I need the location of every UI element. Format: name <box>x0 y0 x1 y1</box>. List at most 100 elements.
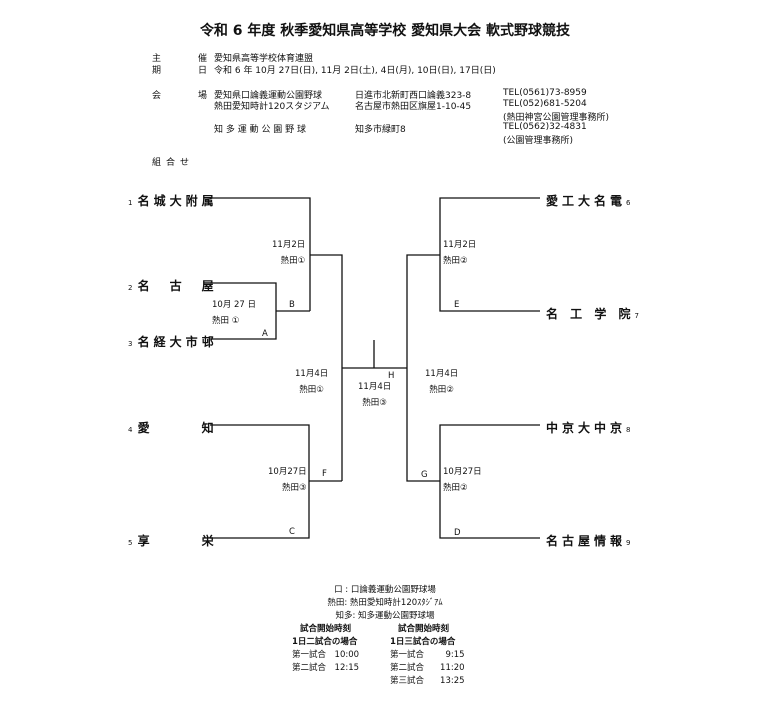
two-games-schedule: 第一試合 10:00 第二試合 12:15 <box>292 649 359 675</box>
venue-legend: 口 : 口論義運動公園野球場 熱田: 熱田愛知時計120ｽﾀｼﾞｱﾑ 知多: 知… <box>0 584 770 623</box>
bracket-line <box>210 197 311 311</box>
match-label: G <box>421 470 428 480</box>
team-entry: 5 享 栄 <box>128 530 218 549</box>
match-h-info: 11月4日熱田③ <box>358 379 391 411</box>
team-number: 6 <box>626 199 631 207</box>
team-entry: 2 名 古 屋 <box>128 275 218 294</box>
match-date: 11月4日 <box>295 369 329 379</box>
team-entry: 名古屋情報9 <box>546 530 630 549</box>
team-name: 中京大中京 <box>546 421 627 435</box>
bracket-line <box>439 424 540 539</box>
venue-name: 熱田愛知時計120スタジアム <box>214 102 330 112</box>
game-time: 13:25 <box>440 676 465 686</box>
team-number: 7 <box>634 312 640 320</box>
match-e-info: 11月2日熱田② <box>443 237 476 269</box>
match-venue: 熱田① <box>280 256 306 266</box>
match-label: H <box>388 371 395 381</box>
bracket-line <box>406 254 440 482</box>
match-venue: 熱田① <box>299 385 324 395</box>
game-time: 12:15 <box>334 663 360 673</box>
bracket-line <box>310 254 343 481</box>
team-entry: 3 名経大市邨 <box>128 331 218 350</box>
organizer: 愛知県高等学校体育連盟 <box>214 54 314 64</box>
team-entry: 愛工大名電6 <box>546 190 630 209</box>
game-time: 11:20 <box>440 663 465 673</box>
team-number: 1 <box>128 199 133 207</box>
team-name: 名城大附属 <box>137 194 218 208</box>
team-number: 3 <box>128 340 133 348</box>
match-date: 10月 27 日 <box>212 300 257 310</box>
match-venue: 熱田② <box>429 385 454 395</box>
team-name: 名 工 学 院 <box>546 307 635 321</box>
schedule-heading: 試合開始時刻 <box>300 624 352 634</box>
venue-tel: TEL(0562)32-4831 <box>503 122 587 132</box>
venue-name: 愛知県口論義運動公園野球 <box>214 91 323 101</box>
match-date: 11月4日 <box>425 369 459 379</box>
match-d-info: 10月27日熱田② <box>443 464 482 496</box>
schedule-subheading: 1日二試合の場合 <box>292 637 358 647</box>
match-venue: 熱田 ① <box>212 316 240 326</box>
organizer-label: 主 催 <box>152 54 222 64</box>
bracket-label: 組合せ <box>152 158 195 168</box>
match-c-info: 10月27日熱田③ <box>268 464 307 496</box>
match-date: 11月4日 <box>358 382 392 392</box>
venue-note: (熱田神宮公園管理事務所) <box>503 113 610 123</box>
three-games-schedule: 第一試合 9:15 第二試合 11:20 第三試合 13:25 <box>390 649 465 688</box>
three-games-heading: 試合開始時刻 1日三試合の場合 <box>390 623 455 649</box>
team-name: 名 古 屋 <box>137 279 218 293</box>
team-number: 8 <box>626 426 631 434</box>
venue-address: 名古屋市熱田区旗屋1-10-45 <box>355 102 472 112</box>
team-name: 名経大市邨 <box>137 335 218 349</box>
match-venue: 熱田② <box>443 483 468 493</box>
match-date: 10月27日 <box>268 467 307 477</box>
venue-note: (公園管理事務所) <box>503 136 574 146</box>
schedule-heading: 試合開始時刻 <box>398 624 450 634</box>
team-entry: 4 愛 知 <box>128 417 218 436</box>
match-venue: 熱田② <box>443 256 468 266</box>
bracket-line <box>439 197 540 312</box>
match-date: 11月2日 <box>443 240 477 250</box>
game-label: 第一試合 <box>292 650 327 660</box>
date-label: 期 日 <box>152 66 222 76</box>
two-games-heading: 試合開始時刻 1日二試合の場合 <box>292 623 357 649</box>
team-entry: 中京大中京8 <box>546 417 630 436</box>
dates: 令和 6 年 10月 27日(日), 11月 2日(土), 4日(月), 10日… <box>214 66 496 76</box>
match-label: D <box>454 528 461 538</box>
match-a-info: 10月 27 日熱田 ① <box>212 297 256 329</box>
match-label: E <box>454 300 460 310</box>
game-label: 第二試合 <box>292 663 327 673</box>
game-time: 9:15 <box>445 650 465 660</box>
match-label: F <box>322 469 327 479</box>
legend-line: 熱田: 熱田愛知時計120ｽﾀｼﾞｱﾑ <box>327 598 443 608</box>
match-label: A <box>262 329 268 339</box>
team-entry: 名 工 学 院7 <box>546 303 639 322</box>
legend-line: 知多: 知多運動公園野球場 <box>335 611 435 621</box>
match-label: B <box>289 300 295 310</box>
team-number: 5 <box>128 539 133 547</box>
match-f-info: 11月4日熱田① <box>295 366 328 398</box>
team-number: 2 <box>128 284 133 292</box>
game-label: 第三試合 <box>390 676 425 686</box>
schedule-subheading: 1日三試合の場合 <box>390 637 456 647</box>
team-number: 9 <box>626 539 631 547</box>
team-name: 愛工大名電 <box>546 194 627 208</box>
team-number: 4 <box>128 426 133 434</box>
game-label: 第二試合 <box>390 663 425 673</box>
venue-tel: TEL(0561)73-8959 <box>503 88 587 98</box>
match-date: 11月2日 <box>272 240 306 250</box>
venue-tel: TEL(052)681-5204 <box>503 99 587 109</box>
match-venue: 熱田③ <box>282 483 307 493</box>
match-b-info: 11月2日熱田① <box>272 237 305 269</box>
match-label: C <box>289 527 295 537</box>
match-g-info: 11月4日熱田② <box>425 366 458 398</box>
game-time: 10:00 <box>334 650 360 660</box>
team-name: 享 栄 <box>137 534 218 548</box>
team-entry: 1 名城大附属 <box>128 190 218 209</box>
venue-label: 会 場 <box>152 91 222 101</box>
venue-address: 知多市緑町8 <box>355 125 406 135</box>
match-date: 10月27日 <box>443 467 482 477</box>
venue-address: 日進市北新町西口論義323-8 <box>355 91 472 101</box>
game-label: 第一試合 <box>390 650 425 660</box>
